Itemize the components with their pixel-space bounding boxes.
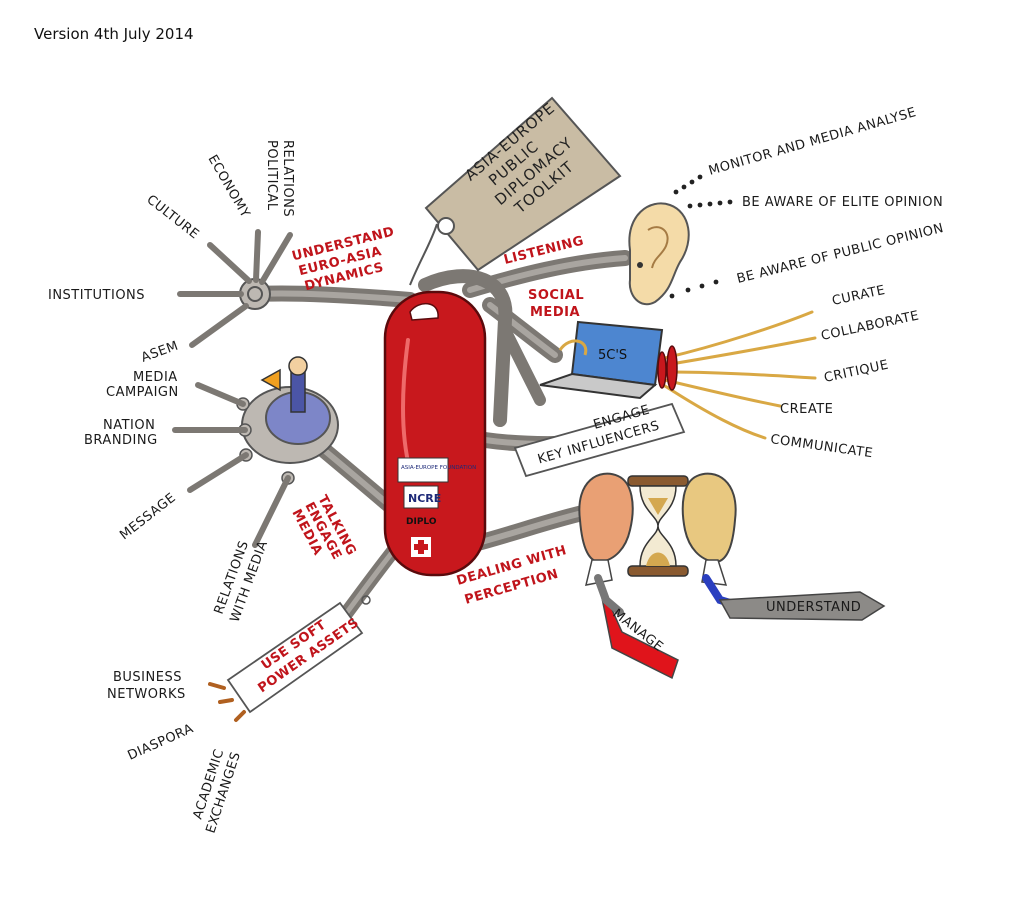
economy-label: ECONOMY [205, 153, 253, 221]
social-media-title: SOCIAL MEDIA [528, 288, 584, 320]
relations-label: RELATIONS [280, 140, 295, 217]
campaign-label: CAMPAIGN [106, 385, 179, 400]
public-opinion-label: BE AWARE OF PUBLIC OPINION [735, 221, 945, 287]
institutions-label: INSTITUTIONS [48, 288, 145, 303]
version-label: Version 4th July 2014 [34, 25, 194, 43]
message-label: MESSAGE [117, 490, 179, 543]
talking-arm [172, 356, 403, 548]
media-label: MEDIA [133, 370, 178, 385]
wire-bundle [657, 310, 817, 440]
understand-title: UNDERSTAND EURO-ASIA DYNAMICS [290, 224, 396, 294]
elite-opinion-label: BE AWARE OF ELITE OPINION [742, 195, 943, 210]
hourglass-icon [627, 475, 689, 577]
svg-text:SOCIAL: SOCIAL [528, 288, 584, 303]
asem-label: ASEM [139, 338, 180, 365]
networks-label: NETWORKS [107, 687, 186, 702]
swiss-knife: ASIA-EUROPE FOUNDATION NCRE DIPLO [383, 290, 487, 577]
critique-label: CRITIQUE [823, 358, 890, 386]
create-label: CREATE [780, 402, 833, 417]
listening-dots [669, 174, 733, 299]
laptop-icon: 5C'S [539, 320, 664, 400]
branding-label: BRANDING [84, 433, 158, 448]
business-label: BUSINESS [113, 670, 182, 685]
megaphone-icon [260, 368, 281, 392]
communicate-label: COMMUNICATE [769, 432, 874, 461]
diaspora-label: DIASPORA [126, 721, 196, 763]
curate-label: CURATE [831, 283, 887, 309]
manage-tie [597, 577, 679, 680]
monitor-label: MONITOR AND MEDIA ANALYSE [707, 105, 918, 179]
tag-hole-icon [437, 217, 455, 235]
understand-arrow [718, 591, 886, 621]
understand-label: UNDERSTAND [766, 600, 861, 615]
ncre-logo: NCRE [408, 492, 441, 505]
svg-text:MEDIA: MEDIA [530, 305, 580, 320]
laptop-screen-text: 5C'S [598, 348, 627, 363]
knife-slot-icon [409, 303, 439, 321]
diplo-logo: DIPLO [406, 517, 437, 527]
right-face-icon: UNDERSTAND [681, 472, 886, 621]
soft-power-scroll [226, 601, 364, 714]
culture-label: CULTURE [144, 192, 202, 242]
ear-icon [628, 202, 690, 306]
asef-logo: ASIA-EUROPE FOUNDATION [401, 465, 476, 471]
talking-title: TALKING ENGAGE MEDIA [288, 493, 358, 563]
collaborate-label: COLLABORATE [820, 308, 921, 343]
understand-arm [177, 229, 418, 348]
political-label: POLITICAL [264, 140, 279, 211]
nation-label: NATION [103, 418, 155, 433]
